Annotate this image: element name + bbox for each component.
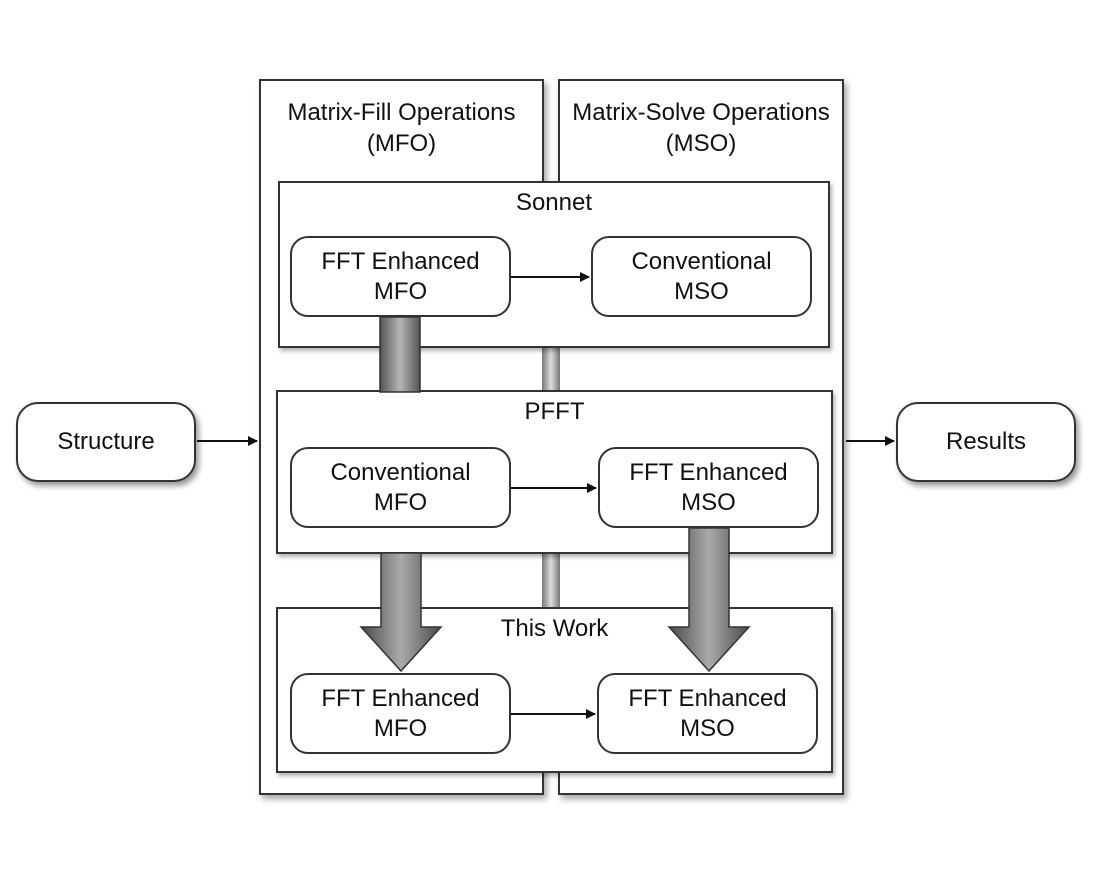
gap-stripe-upper (542, 346, 560, 392)
structure-node: Structure (16, 402, 196, 482)
mso-column-title: Matrix-Solve Operations (MSO) (572, 99, 830, 157)
this-work-fft-enhanced-mso-node: FFT Enhanced MSO (597, 673, 818, 754)
group-pfft-label: PFFT (524, 398, 585, 425)
group-sonnet-label: Sonnet (515, 189, 593, 216)
sonnet-fft-enhanced-mfo-node: FFT Enhanced MFO (290, 236, 511, 317)
gap-stripe-lower (542, 553, 560, 609)
this-work-fft-enhanced-mfo-node: FFT Enhanced MFO (290, 673, 511, 754)
sonnet-conventional-mso-node: Conventional MSO (591, 236, 812, 317)
pfft-conventional-mfo-node: Conventional MFO (290, 447, 511, 528)
mfo-column-title: Matrix-Fill Operations (MFO) (287, 99, 516, 157)
group-this-work-label: This Work (500, 615, 609, 642)
results-node: Results (896, 402, 1076, 482)
pfft-fft-enhanced-mso-node: FFT Enhanced MSO (598, 447, 819, 528)
